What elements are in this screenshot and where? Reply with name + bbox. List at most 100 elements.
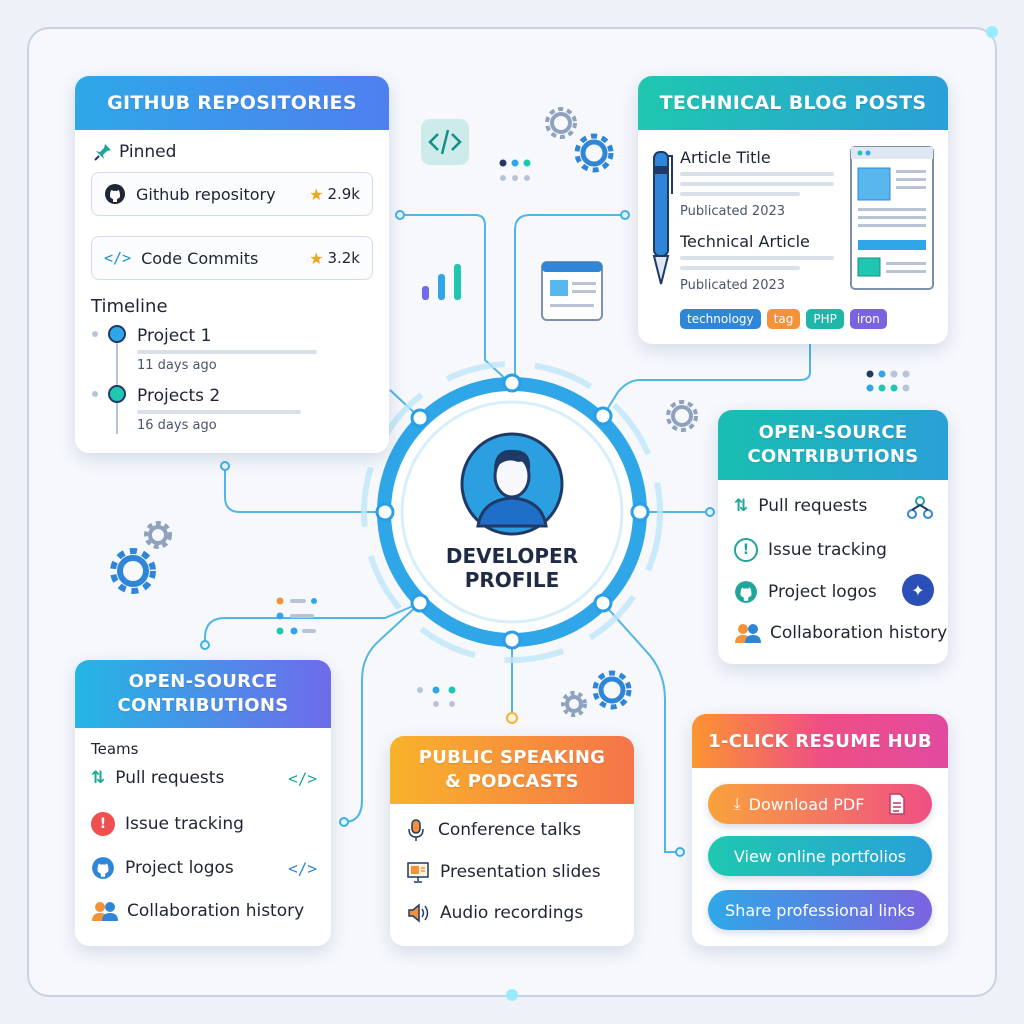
- oss-left-title: OPEN-SOURCE CONTRIBUTIONS: [75, 660, 331, 728]
- view-portfolios-button[interactable]: View online portfolios: [708, 836, 932, 876]
- speaking-item-label: Audio recordings: [440, 903, 584, 923]
- tag-chip[interactable]: tag: [766, 309, 801, 329]
- download-icon: ⤓: [733, 794, 741, 813]
- gear-icon: [561, 691, 587, 717]
- speaking-title: PUBLIC SPEAKING & PODCASTS: [390, 736, 634, 804]
- gear-icon: [545, 107, 577, 139]
- placeholder-line: [680, 192, 800, 196]
- team-icon: [91, 900, 119, 922]
- github-repositories-card: GITHUB REPOSITORIES Pinned Github reposi…: [75, 76, 389, 453]
- code-icon: </>: [104, 249, 132, 267]
- issue-icon: !: [91, 812, 115, 836]
- tag-chip[interactable]: iron: [849, 309, 887, 329]
- oss-left-item[interactable]: Collaboration history: [91, 900, 304, 922]
- oss-left-item-label: Pull requests: [115, 768, 225, 788]
- oss-left-title-line2: CONTRIBUTIONS: [117, 695, 289, 716]
- code-icon: </>: [288, 858, 317, 878]
- placeholder-line: [137, 410, 301, 414]
- code-commits-item[interactable]: </> Code Commits ★ 3.2k: [91, 236, 373, 280]
- blog-card-title: TECHNICAL BLOG POSTS: [638, 76, 948, 130]
- issue-icon: !: [734, 538, 758, 562]
- tag-chip[interactable]: PHP: [806, 309, 844, 329]
- tag-chip[interactable]: technology: [680, 309, 761, 329]
- share-links-button[interactable]: Share professional links: [708, 890, 932, 930]
- oss-left-item-label: Project logos: [125, 858, 234, 878]
- oss-left-item[interactable]: Project logos </>: [91, 856, 317, 880]
- code-commits-stars: 3.2k: [327, 249, 360, 267]
- timeline-item-1[interactable]: Project 1: [137, 326, 212, 346]
- oss-right-title-line2: CONTRIBUTIONS: [747, 446, 919, 467]
- oss-right-item-label: Pull requests: [758, 496, 868, 516]
- oss-right-item-label: Collaboration history: [770, 623, 948, 643]
- oss-right-item[interactable]: ! Issue tracking: [734, 538, 887, 562]
- oss-right-item-label: Issue tracking: [768, 540, 887, 560]
- avatar: [460, 432, 564, 536]
- browser-window-icon: [541, 261, 603, 321]
- pinned-label: Pinned: [119, 142, 177, 162]
- speaker-icon: [406, 902, 430, 924]
- timeline-track: [92, 325, 126, 434]
- speaking-title-line1: PUBLIC SPEAKING: [418, 747, 606, 768]
- team-icon: [734, 622, 762, 644]
- timeline-item-2[interactable]: Projects 2: [137, 386, 221, 406]
- microphone-icon: [406, 818, 426, 842]
- placeholder-line: [680, 172, 834, 176]
- resume-hub-card: 1-CLICK RESUME HUB ⤓ Download PDF View o…: [692, 714, 948, 946]
- placeholder-line: [680, 256, 834, 260]
- pull-request-icon: ⇅: [91, 768, 106, 788]
- github-icon: [91, 856, 115, 880]
- public-speaking-podcasts-card: PUBLIC SPEAKING & PODCASTS Conference ta…: [390, 736, 634, 946]
- oss-left-title-line1: OPEN-SOURCE: [128, 671, 278, 692]
- oss-right-item[interactable]: ⇅ Pull requests: [734, 496, 867, 516]
- speaking-item[interactable]: Audio recordings: [406, 902, 583, 924]
- github-card-title: GITHUB REPOSITORIES: [75, 76, 389, 130]
- article-title-2[interactable]: Technical Article: [680, 232, 810, 251]
- open-source-contributions-card-right: OPEN-SOURCE CONTRIBUTIONS ⇅ Pull request…: [718, 410, 948, 664]
- resume-title: 1-CLICK RESUME HUB: [692, 714, 948, 768]
- technical-blog-posts-card: TECHNICAL BLOG POSTS Article Title Publi…: [638, 76, 948, 344]
- timeline-heading: Timeline: [91, 296, 168, 317]
- pen-icon: [652, 151, 673, 285]
- github-repository-item[interactable]: Github repository ★ 2.9k: [91, 172, 373, 216]
- presentation-icon: [406, 860, 430, 884]
- timeline-item-1-time: 11 days ago: [137, 358, 217, 373]
- article-date-1: Publicated 2023: [680, 204, 786, 219]
- oss-right-title-line1: OPEN-SOURCE: [758, 422, 908, 443]
- speaking-item[interactable]: Presentation slides: [406, 860, 601, 884]
- article-date-2: Publicated 2023: [680, 278, 786, 293]
- oss-right-item[interactable]: Collaboration history: [734, 622, 947, 644]
- github-icon: [734, 580, 758, 604]
- developer-profile-hub[interactable]: DEVELOPER PROFILE: [412, 412, 612, 612]
- oss-left-item[interactable]: ⇅ Pull requests </>: [91, 768, 317, 788]
- oss-left-item-label: Collaboration history: [127, 901, 305, 921]
- star-icon: ★: [309, 248, 324, 268]
- github-icon: [104, 183, 126, 205]
- teams-label: Teams: [91, 740, 139, 758]
- gear-icon: [666, 400, 698, 432]
- merge-branch-icon: [906, 496, 934, 520]
- bar-chart-icon: [422, 264, 461, 300]
- github-repository-stars: 2.9k: [327, 185, 360, 203]
- oss-right-item-label: Project logos: [768, 582, 877, 602]
- article-preview-icon: [850, 146, 934, 290]
- gear-icon: [592, 670, 632, 710]
- speaking-item[interactable]: Conference talks: [406, 818, 581, 842]
- gear-icon: [144, 521, 172, 549]
- gear-icon: [574, 133, 614, 173]
- open-source-contributions-card-left: OPEN-SOURCE CONTRIBUTIONS Teams ⇅ Pull r…: [75, 660, 331, 946]
- code-icon: [421, 119, 469, 165]
- share-links-label: Share professional links: [725, 900, 915, 920]
- star-icon: ★: [309, 184, 324, 204]
- code-icon: </>: [288, 768, 317, 788]
- view-portfolios-label: View online portfolios: [733, 846, 907, 866]
- hub-title-line2: PROFILE: [464, 568, 560, 592]
- oss-left-item[interactable]: ! Issue tracking: [91, 812, 244, 836]
- pdf-file-icon: [888, 793, 906, 815]
- pin-icon: [93, 142, 113, 162]
- oss-right-item[interactable]: Project logos: [734, 580, 877, 604]
- download-pdf-button[interactable]: ⤓ Download PDF: [708, 784, 932, 824]
- article-title-1[interactable]: Article Title: [680, 148, 771, 167]
- timeline-item-2-time: 16 days ago: [137, 418, 217, 433]
- gear-icon: [110, 548, 156, 594]
